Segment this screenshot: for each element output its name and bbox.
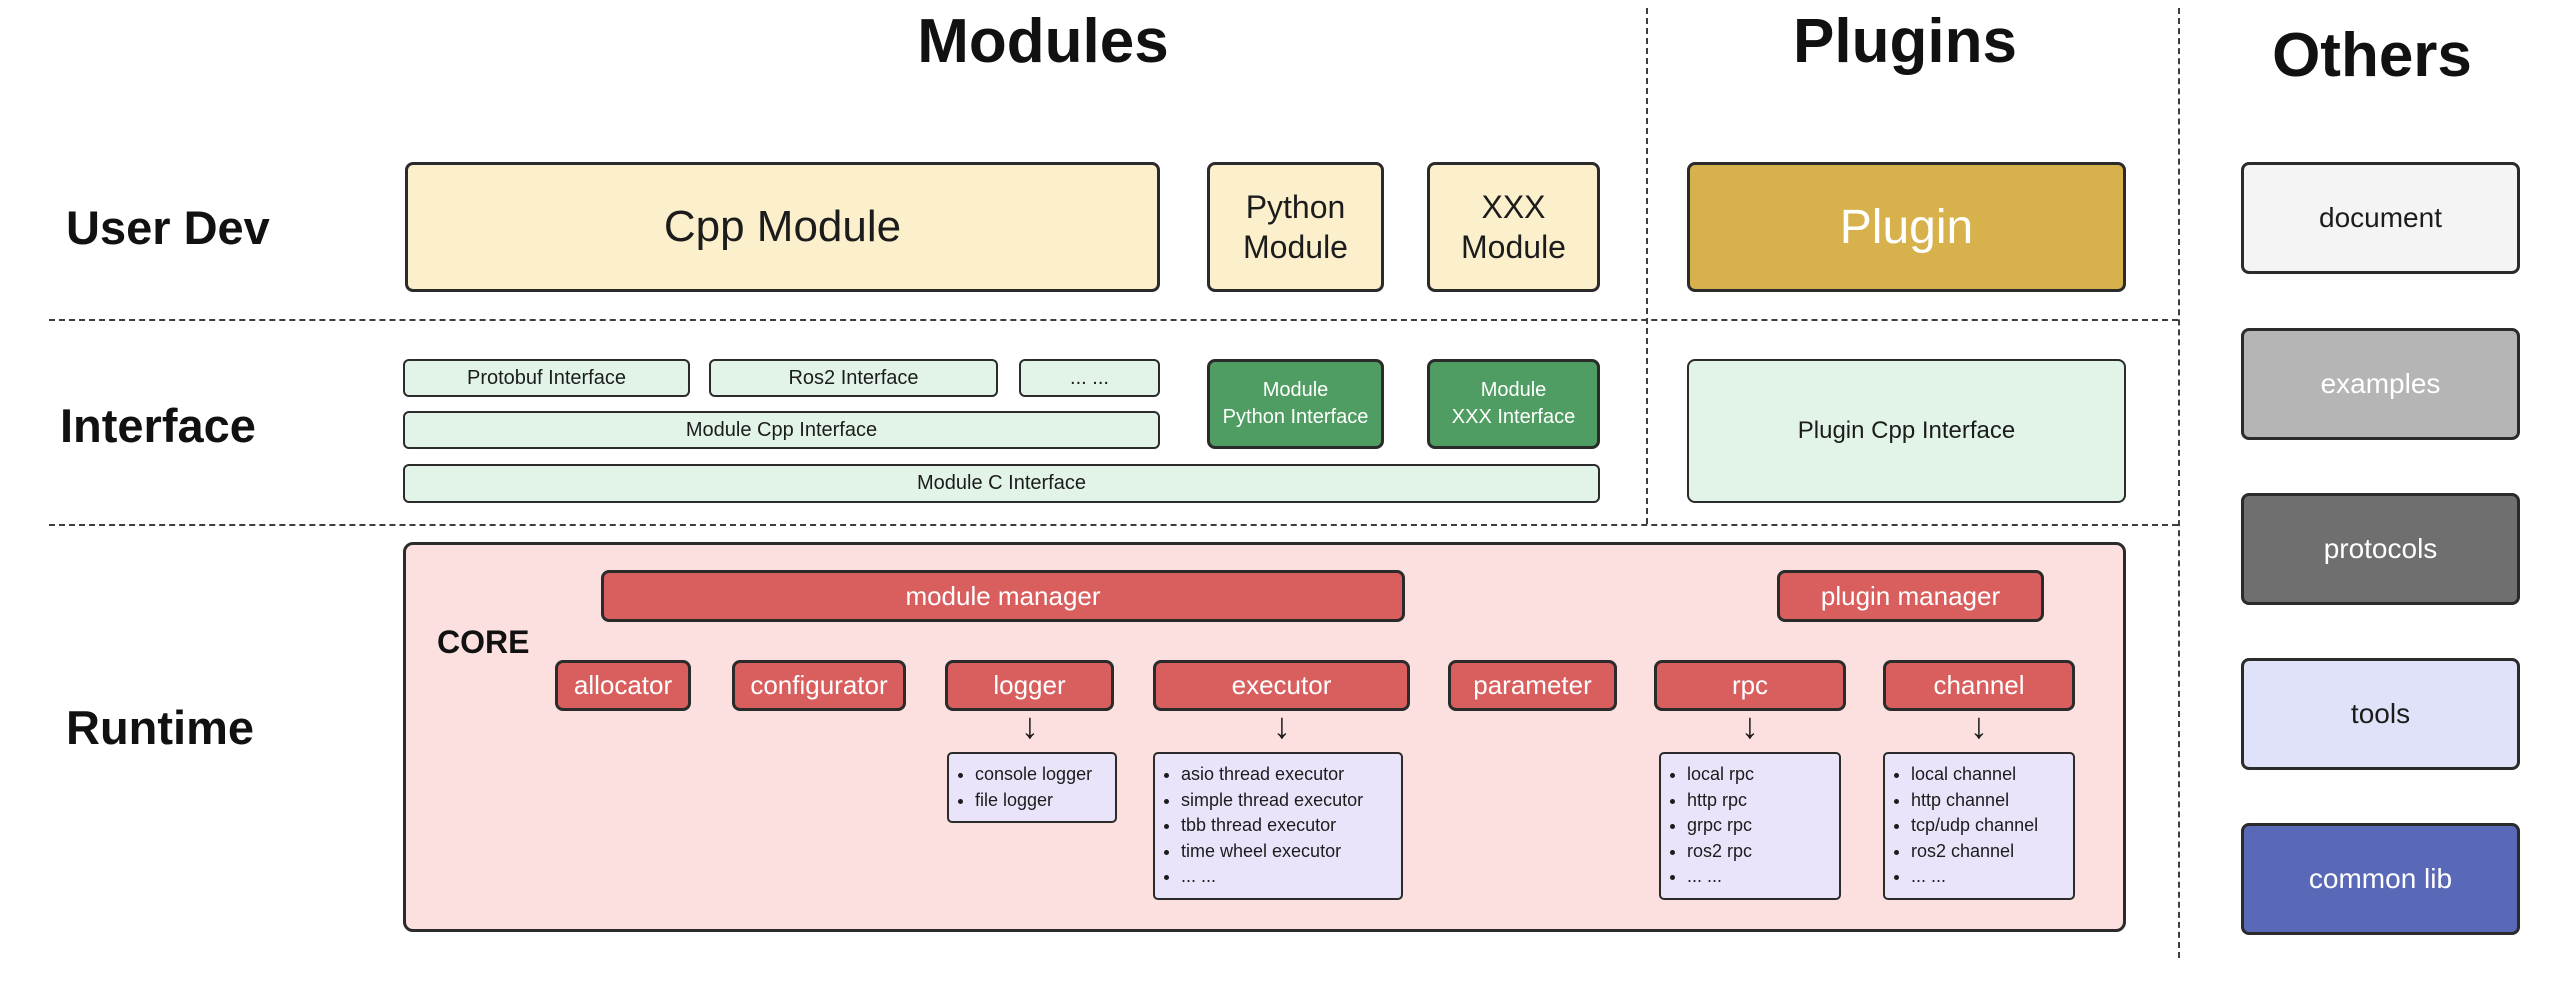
row-label-interface: Interface bbox=[60, 399, 256, 452]
executor-box: executor bbox=[1153, 660, 1410, 711]
module-python-interface-line2: Python Interface bbox=[1222, 406, 1369, 428]
column-header-modules: Modules bbox=[917, 7, 1169, 76]
divider-userdev-interface bbox=[49, 319, 2178, 321]
others-protocols-box: protocols bbox=[2241, 493, 2520, 605]
rpc-impl-list: local rpc http rpc grpc rpc ros2 rpc ...… bbox=[1663, 762, 1754, 890]
module-python-interface-label: Module Python Interface bbox=[1223, 377, 1369, 431]
divider-modules-plugins bbox=[1646, 8, 1648, 524]
rpc-box: rpc bbox=[1654, 660, 1846, 711]
core-label: CORE bbox=[437, 624, 530, 660]
channel-impl-list: local channel http channel tcp/udp chann… bbox=[1887, 762, 2038, 890]
others-commonlib-box: common lib bbox=[2241, 823, 2520, 935]
executor-impl-box: asio thread executor simple thread execu… bbox=[1153, 752, 1403, 900]
list-item: simple thread executor bbox=[1181, 788, 1363, 814]
row-label-runtime: Runtime bbox=[66, 701, 254, 754]
protobuf-interface-box: Protobuf Interface bbox=[403, 359, 690, 397]
channel-impl-box: local channel http channel tcp/udp chann… bbox=[1883, 752, 2075, 900]
channel-box: channel bbox=[1883, 660, 2075, 711]
list-item: ros2 channel bbox=[1911, 839, 2038, 865]
down-arrow-icon: ↓ bbox=[1970, 705, 1988, 746]
list-item: tbb thread executor bbox=[1181, 813, 1363, 839]
list-item: file logger bbox=[975, 788, 1092, 814]
list-item: http channel bbox=[1911, 788, 2038, 814]
xxx-module-box: XXX Module bbox=[1427, 162, 1600, 292]
list-item: tcp/udp channel bbox=[1911, 813, 2038, 839]
list-item: http rpc bbox=[1687, 788, 1754, 814]
list-item: time wheel executor bbox=[1181, 839, 1363, 865]
list-item: grpc rpc bbox=[1687, 813, 1754, 839]
row-label-user-dev: User Dev bbox=[66, 201, 270, 254]
list-item: asio thread executor bbox=[1181, 762, 1363, 788]
cpp-module-box: Cpp Module bbox=[405, 162, 1160, 292]
others-tools-box: tools bbox=[2241, 658, 2520, 770]
logger-impl-list: console logger file logger bbox=[951, 762, 1092, 813]
others-document-box: document bbox=[2241, 162, 2520, 274]
column-header-plugins: Plugins bbox=[1793, 7, 2017, 76]
module-xxx-interface-label: Module XXX Interface bbox=[1452, 377, 1575, 431]
down-arrow-icon: ↓ bbox=[1741, 705, 1759, 746]
ellipsis-interface-box: ... ... bbox=[1019, 359, 1160, 397]
others-examples-box: examples bbox=[2241, 328, 2520, 440]
logger-impl-box: console logger file logger bbox=[947, 752, 1117, 824]
plugin-box: Plugin bbox=[1687, 162, 2126, 292]
configurator-box: configurator bbox=[732, 660, 906, 711]
python-module-box: Python Module bbox=[1207, 162, 1384, 292]
module-xxx-interface-line1: Module bbox=[1480, 379, 1547, 401]
module-c-interface-box: Module C Interface bbox=[403, 464, 1600, 503]
divider-plugins-others bbox=[2178, 8, 2180, 958]
list-item: console logger bbox=[975, 762, 1092, 788]
list-item: ros2 rpc bbox=[1687, 839, 1754, 865]
down-arrow-icon: ↓ bbox=[1021, 705, 1039, 746]
module-python-interface-line1: Module bbox=[1262, 379, 1329, 401]
down-arrow-icon: ↓ bbox=[1273, 705, 1291, 746]
list-item: ... ... bbox=[1181, 864, 1363, 890]
module-cpp-interface-box: Module Cpp Interface bbox=[403, 411, 1160, 449]
allocator-box: allocator bbox=[555, 660, 691, 711]
plugin-cpp-interface-box: Plugin Cpp Interface bbox=[1687, 359, 2126, 503]
module-manager-box: module manager bbox=[601, 570, 1405, 622]
parameter-box: parameter bbox=[1448, 660, 1617, 711]
list-item: local rpc bbox=[1687, 762, 1754, 788]
rpc-impl-box: local rpc http rpc grpc rpc ros2 rpc ...… bbox=[1659, 752, 1841, 900]
list-item: ... ... bbox=[1687, 864, 1754, 890]
column-header-others: Others bbox=[2272, 21, 2472, 90]
plugin-manager-box: plugin manager bbox=[1777, 570, 2044, 622]
list-item: ... ... bbox=[1911, 864, 2038, 890]
executor-impl-list: asio thread executor simple thread execu… bbox=[1157, 762, 1363, 890]
module-xxx-interface-box: Module XXX Interface bbox=[1427, 359, 1600, 449]
module-python-interface-box: Module Python Interface bbox=[1207, 359, 1384, 449]
ros2-interface-box: Ros2 Interface bbox=[709, 359, 998, 397]
logger-box: logger bbox=[945, 660, 1114, 711]
list-item: local channel bbox=[1911, 762, 2038, 788]
module-xxx-interface-line2: XXX Interface bbox=[1451, 406, 1576, 428]
divider-interface-runtime bbox=[49, 524, 2178, 526]
